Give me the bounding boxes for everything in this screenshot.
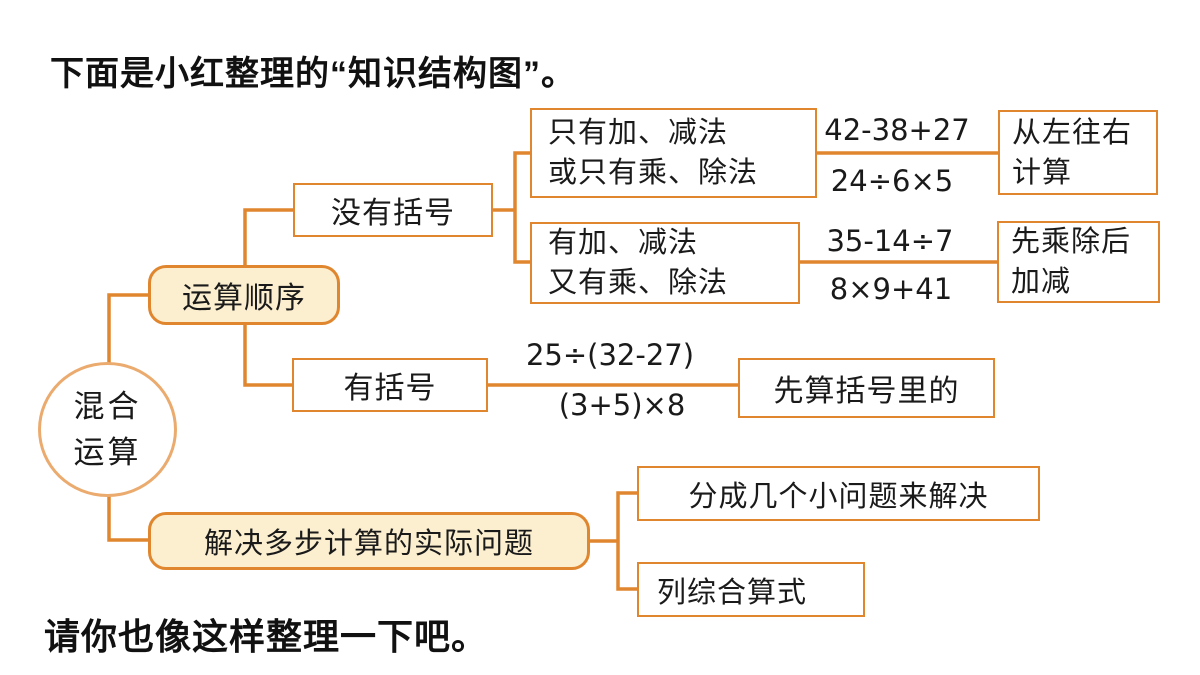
rule2-line2: 加减 <box>1011 266 1072 298</box>
case1-line2: 或只有乘、除法 <box>548 157 759 189</box>
node-multi-step-problems: 解决多步计算的实际问题 <box>148 512 590 570</box>
node-mul-div-first-rule: 先乘除后 加减 <box>997 221 1160 303</box>
connector-problem-fork <box>616 491 637 591</box>
example-3-5-8: (3+5)×8 <box>558 388 686 422</box>
rule1-line2: 计算 <box>1012 156 1073 189</box>
node-operation-order: 运算顺序 <box>148 265 340 325</box>
root-node-mixed-operations: 混合 运算 <box>38 362 177 497</box>
node-mixed-add-sub-mul-div: 有加、减法 又有乘、除法 <box>530 222 800 304</box>
node-no-brackets: 没有括号 <box>293 183 493 237</box>
example-25-32-27: 25÷(32-27) <box>525 338 695 372</box>
node-write-combined-expression: 列综合算式 <box>637 562 865 617</box>
rule2-line1: 先乘除后 <box>1011 226 1132 258</box>
root-label-line2: 运算 <box>73 434 142 470</box>
node-left-to-right-rule: 从左往右 计算 <box>998 110 1158 195</box>
example-42-38-27: 42-38+27 <box>824 113 970 147</box>
node-with-brackets: 有括号 <box>292 358 488 412</box>
rule1-line1: 从左往右 <box>1012 116 1133 149</box>
connector-order-to-no-brackets <box>243 208 293 265</box>
case1-line1: 只有加、减法 <box>548 117 729 149</box>
example-24-6-5: 24÷6×5 <box>830 164 954 198</box>
root-label-line1: 混合 <box>73 388 142 424</box>
node-split-into-subproblems: 分成几个小问题来解决 <box>637 466 1040 521</box>
footer-prompt: 请你也像这样整理一下吧。 <box>44 616 489 657</box>
case2-line1: 有加、减法 <box>548 227 699 259</box>
page-title: 下面是小红整理的“知识结构图”。 <box>50 55 576 93</box>
example-8-9-41: 8×9+41 <box>829 272 953 306</box>
connector-order-to-with-brackets <box>243 325 292 387</box>
connector-no-brackets-fork <box>513 151 530 264</box>
example-35-14-7: 35-14÷7 <box>826 224 954 258</box>
case2-line2: 又有乘、除法 <box>548 267 729 299</box>
node-only-add-sub-or-mul-div: 只有加、减法 或只有乘、除法 <box>530 108 817 198</box>
node-brackets-first-rule: 先算括号里的 <box>738 358 995 418</box>
